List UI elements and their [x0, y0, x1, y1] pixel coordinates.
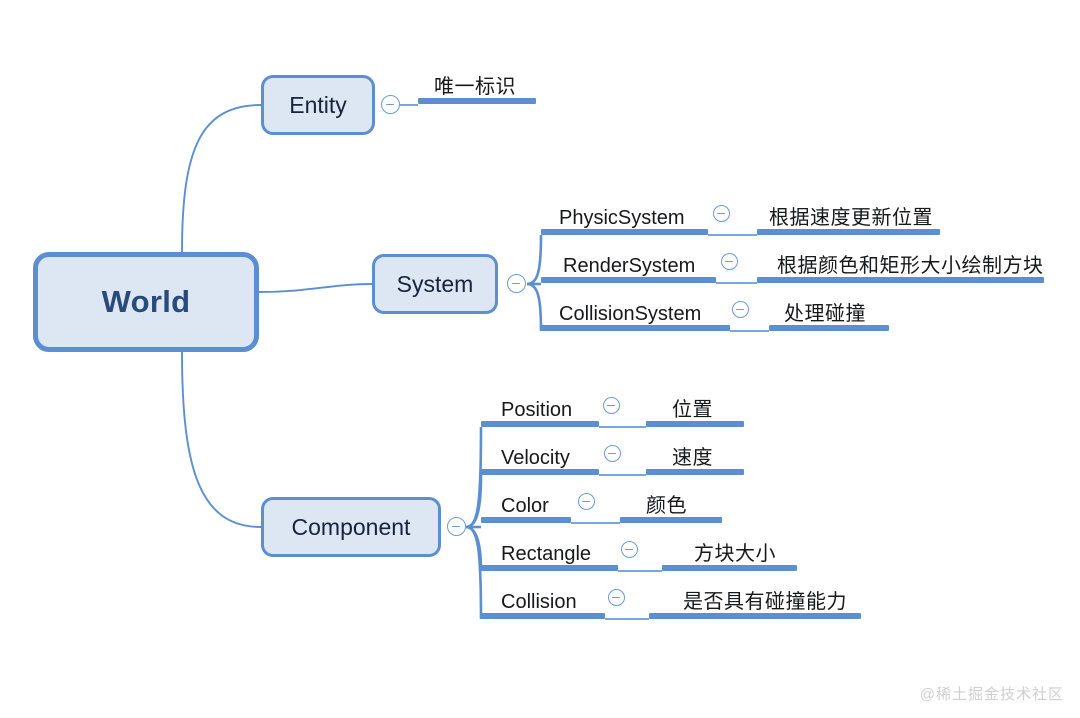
leaf-connector	[599, 474, 646, 476]
leaf-underline	[757, 229, 940, 235]
leaf-underline	[541, 229, 708, 235]
leaf-position[interactable]: Position	[481, 397, 599, 427]
leaf-underline	[481, 565, 618, 571]
leaf-label: RenderSystem	[563, 255, 696, 277]
leaf-color-description[interactable]: 颜色	[620, 493, 722, 523]
minus-circle-icon-color[interactable]	[578, 493, 595, 510]
minus-circle-icon-system[interactable]	[507, 274, 526, 293]
branch-node-component[interactable]: Component	[261, 497, 441, 557]
leaf-underline	[481, 517, 571, 523]
leaf-label: 速度	[672, 447, 713, 469]
leaf-underline	[481, 613, 605, 619]
root-node-label: World	[101, 284, 191, 319]
root-node-world[interactable]: World	[33, 252, 259, 352]
leaf-underline	[541, 277, 716, 283]
minus-circle-icon-component[interactable]	[447, 517, 466, 536]
leaf-color[interactable]: Color	[481, 493, 571, 523]
leaf-connector	[571, 522, 620, 524]
leaf-collisionsystem-description[interactable]: 处理碰撞	[769, 301, 889, 331]
branch-node-entity[interactable]: Entity	[261, 75, 375, 135]
leaf-velocity[interactable]: Velocity	[481, 445, 599, 475]
leaf-label: Collision	[501, 591, 577, 613]
leaf-label: 根据速度更新位置	[769, 207, 933, 229]
branch-node-label: Entity	[289, 91, 347, 118]
leaf-physicsystem-description[interactable]: 根据速度更新位置	[757, 205, 940, 235]
leaf-underline	[481, 421, 599, 427]
minus-circle-icon-entity[interactable]	[381, 95, 400, 114]
leaf-connector	[605, 618, 649, 620]
leaf-rectangle-description[interactable]: 方块大小	[662, 541, 797, 571]
leaf-rendersystem-description[interactable]: 根据颜色和矩形大小绘制方块	[757, 253, 1044, 283]
branch-node-system[interactable]: System	[372, 254, 498, 314]
leaf-label: Rectangle	[501, 543, 592, 565]
minus-circle-icon-collisionsystem[interactable]	[732, 301, 749, 318]
leaf-label: 处理碰撞	[784, 303, 866, 325]
leaf-connector	[730, 330, 769, 332]
leaf-connector	[400, 104, 418, 106]
leaf-velocity-description[interactable]: 速度	[646, 445, 744, 475]
leaf-collision[interactable]: Collision	[481, 589, 605, 619]
leaf-label: 是否具有碰撞能力	[683, 591, 847, 613]
leaf-label: CollisionSystem	[559, 303, 702, 325]
minus-circle-icon-rectangle[interactable]	[621, 541, 638, 558]
leaf-rendersystem[interactable]: RenderSystem	[541, 253, 716, 283]
leaf-underline	[481, 469, 599, 475]
branch-node-label: Component	[291, 513, 411, 540]
leaf-label: 唯一标识	[434, 76, 516, 98]
leaf-entity-unique-id[interactable]: 唯一标识	[418, 74, 536, 104]
leaf-label: Color	[501, 495, 549, 517]
leaf-underline	[646, 469, 744, 475]
leaf-underline	[769, 325, 889, 331]
minus-circle-icon-position[interactable]	[603, 397, 620, 414]
leaf-rectangle[interactable]: Rectangle	[481, 541, 618, 571]
minus-circle-icon-velocity[interactable]	[604, 445, 621, 462]
leaf-connector	[599, 426, 646, 428]
leaf-connector	[716, 282, 757, 284]
minus-circle-icon-physicsystem[interactable]	[713, 205, 730, 222]
leaf-label: 方块大小	[694, 543, 776, 565]
leaf-position-description[interactable]: 位置	[646, 397, 744, 427]
leaf-label: 位置	[672, 399, 713, 421]
leaf-underline	[649, 613, 861, 619]
leaf-label: PhysicSystem	[559, 207, 685, 229]
leaf-physicsystem[interactable]: PhysicSystem	[541, 205, 708, 235]
leaf-underline	[418, 98, 536, 104]
leaf-connector	[618, 570, 662, 572]
leaf-collision-description[interactable]: 是否具有碰撞能力	[649, 589, 861, 619]
leaf-underline	[662, 565, 797, 571]
leaf-underline	[757, 277, 1044, 283]
watermark: @稀土掘金技术社区	[919, 686, 1064, 703]
leaf-label: 根据颜色和矩形大小绘制方块	[777, 255, 1044, 277]
leaf-underline	[541, 325, 730, 331]
leaf-connector	[708, 234, 757, 236]
minus-circle-icon-collision[interactable]	[608, 589, 625, 606]
leaf-label: Position	[501, 399, 573, 421]
leaf-underline	[646, 421, 744, 427]
branch-node-label: System	[396, 270, 474, 297]
leaf-collisionsystem[interactable]: CollisionSystem	[541, 301, 730, 331]
leaf-label: Velocity	[501, 447, 570, 469]
leaf-underline	[620, 517, 722, 523]
minus-circle-icon-rendersystem[interactable]	[721, 253, 738, 270]
leaf-label: 颜色	[646, 495, 687, 517]
